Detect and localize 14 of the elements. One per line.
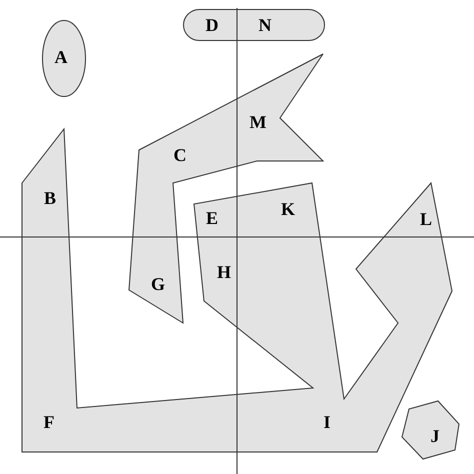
shape-letter: I xyxy=(324,413,330,431)
shape-letter: B xyxy=(44,189,56,207)
shape-letter: G xyxy=(151,275,165,293)
shape-letter: C xyxy=(174,146,186,164)
shape-letter: L xyxy=(420,210,432,228)
shape-letter: K xyxy=(281,200,295,218)
shape-letter: A xyxy=(54,48,68,66)
shape-letter: M xyxy=(250,113,266,131)
shape-letter: E xyxy=(206,209,218,227)
shape-letter: F xyxy=(44,413,54,431)
shape-letter: N xyxy=(258,16,272,34)
shape-letter: H xyxy=(217,263,231,281)
shape-letter: J xyxy=(430,427,440,445)
shape-letter: D xyxy=(206,16,218,34)
